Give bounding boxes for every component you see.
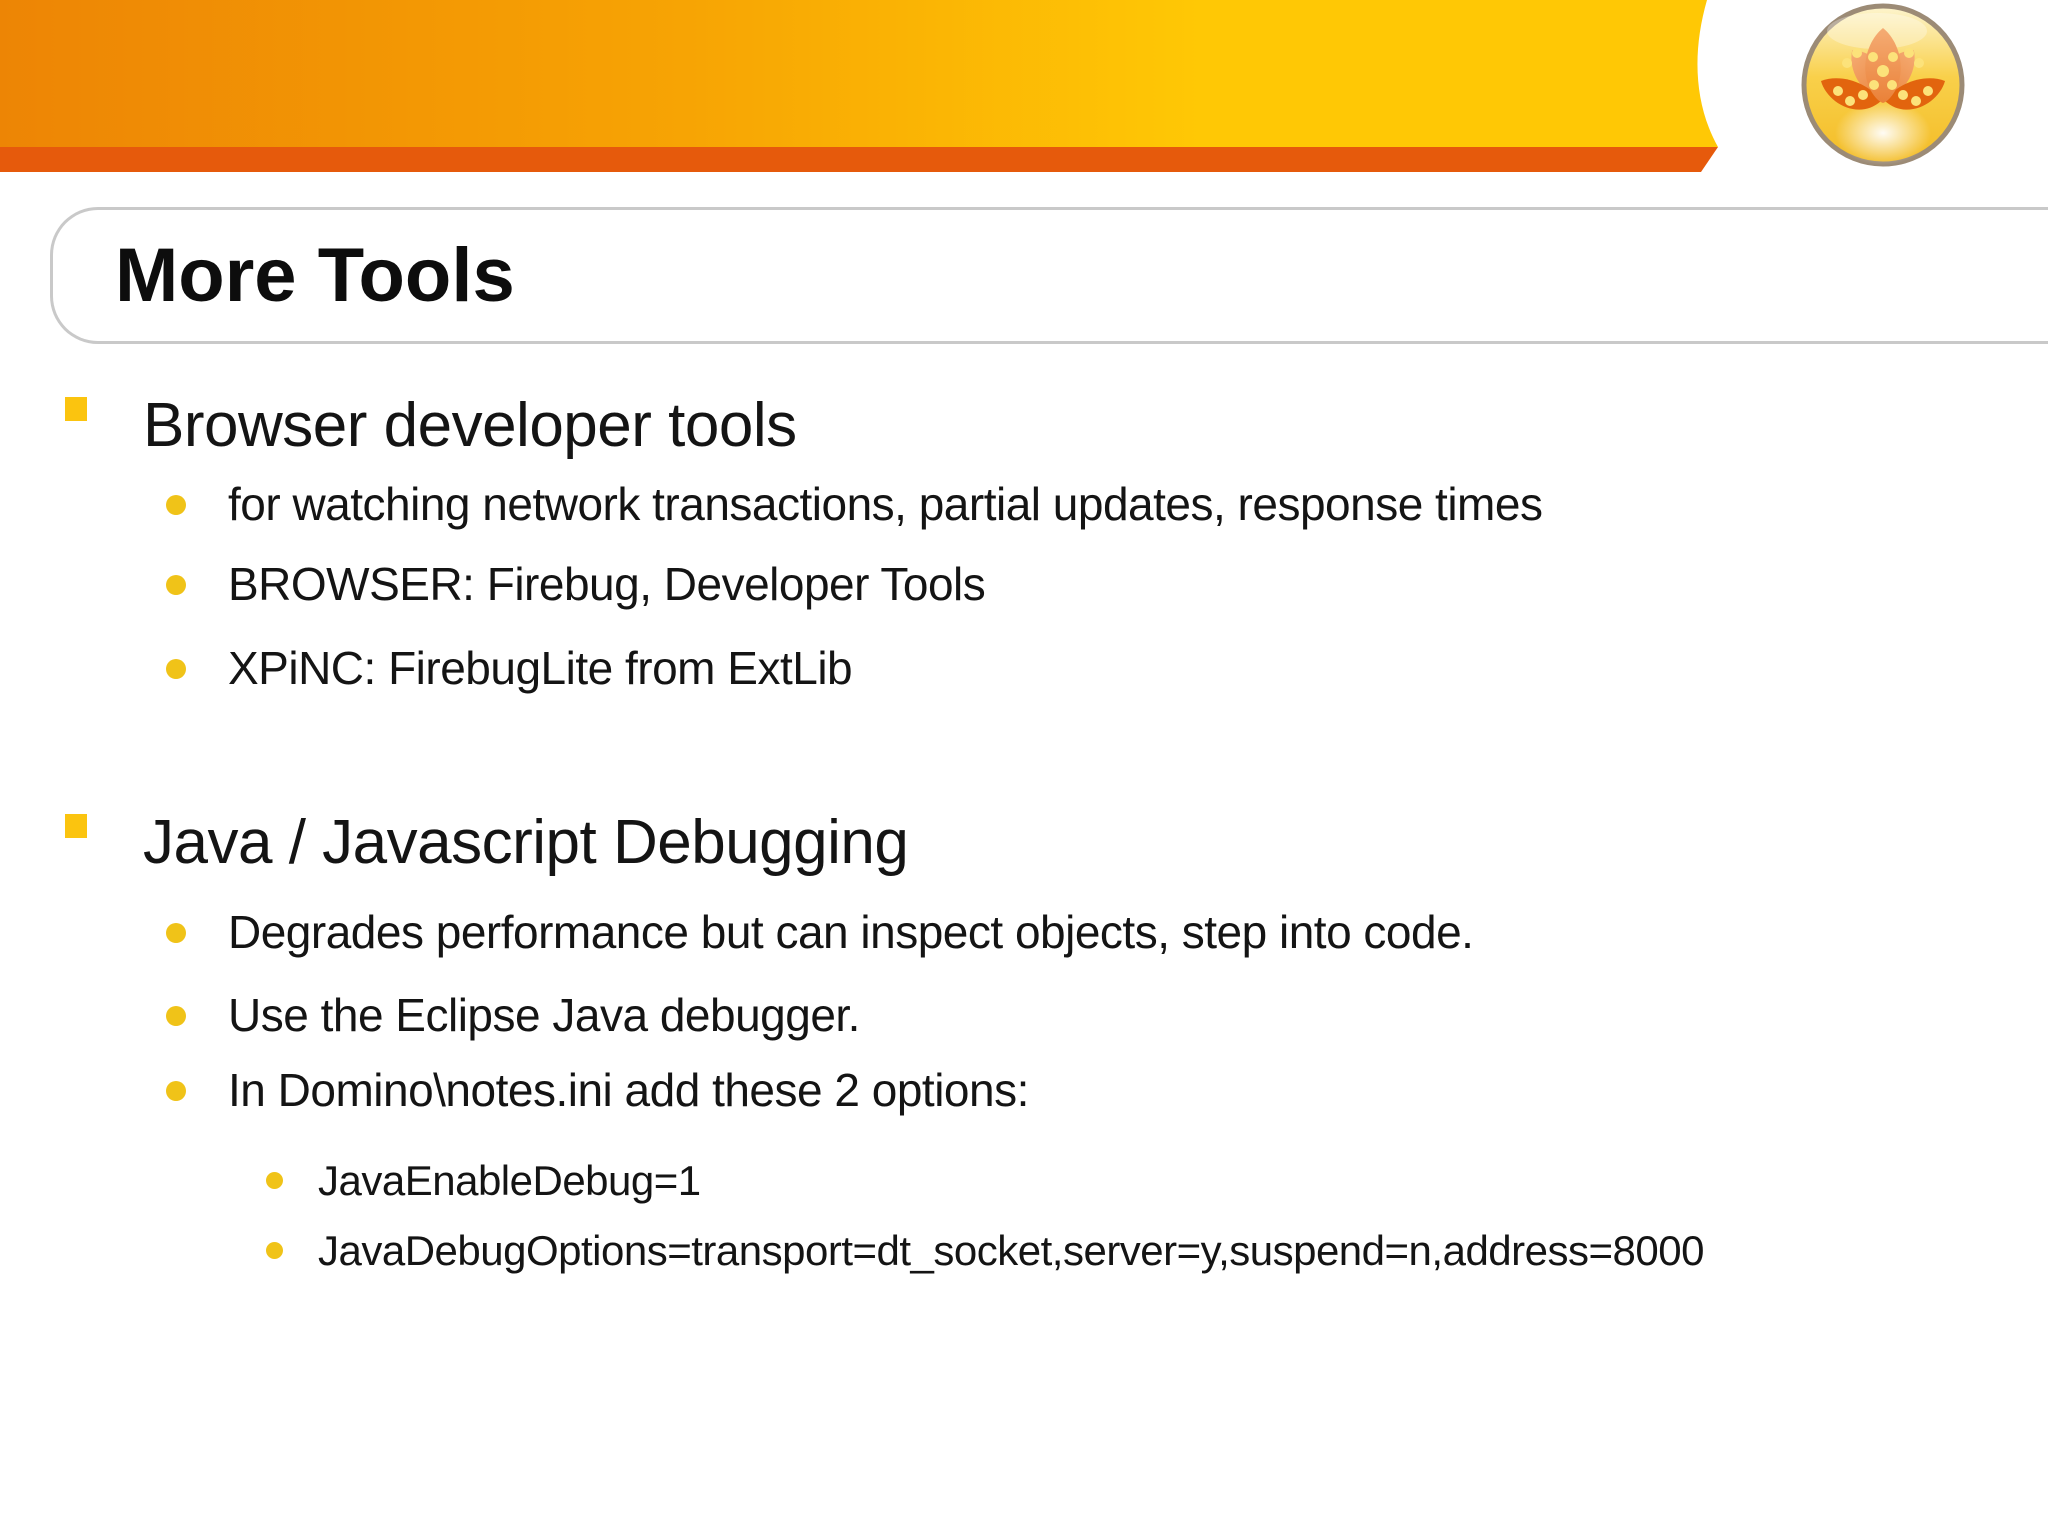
list-item: In Domino\notes.ini add these 2 options: (0, 1058, 2048, 1122)
gold-dot-bullet-icon (166, 1006, 186, 1026)
bullet-text: BROWSER: Firebug, Developer Tools (228, 558, 986, 610)
bullet-text: JavaEnableDebug=1 (318, 1157, 701, 1204)
gold-dot-bullet-icon (166, 575, 186, 595)
gold-dot-bullet-icon (166, 495, 186, 515)
list-item-heading: Browser developer tools (0, 386, 2048, 466)
list-item: BROWSER: Firebug, Developer Tools (0, 552, 2048, 616)
gold-dot-bullet-icon (166, 1081, 186, 1101)
bullet-text: Use the Eclipse Java debugger. (228, 989, 860, 1041)
list-subitem: JavaDebugOptions=transport=dt_socket,ser… (0, 1222, 2048, 1280)
page-title: More Tools (115, 233, 515, 318)
banner-yellow-band (0, 0, 1718, 147)
gold-square-bullet-icon (65, 397, 87, 421)
bullet-text: JavaDebugOptions=transport=dt_socket,ser… (318, 1227, 1704, 1274)
gold-square-bullet-icon (65, 814, 87, 838)
list-item-heading: Java / Javascript Debugging (0, 803, 2048, 883)
bullet-text: XPiNC: FirebugLite from ExtLib (228, 642, 853, 694)
list-item: Use the Eclipse Java debugger. (0, 983, 2048, 1047)
header-banner (0, 0, 1718, 172)
banner-orange-strip (0, 147, 1718, 172)
list-item: Degrades performance but can inspect obj… (0, 900, 2048, 964)
list-subitem: JavaEnableDebug=1 (0, 1152, 2048, 1210)
lotus-flower-logo-icon (1801, 3, 1965, 167)
list-item: for watching network transactions, parti… (0, 472, 2048, 536)
bullet-text: for watching network transactions, parti… (228, 478, 1543, 530)
bullet-text: In Domino\notes.ini add these 2 options: (228, 1064, 1029, 1116)
gold-dot-bullet-icon (166, 923, 186, 943)
bullet-text: Degrades performance but can inspect obj… (228, 906, 1474, 958)
title-box: More Tools (50, 207, 2048, 344)
gold-dot-bullet-icon (266, 1172, 283, 1189)
gold-dot-bullet-icon (166, 659, 186, 679)
gold-dot-bullet-icon (266, 1242, 283, 1259)
heading-text: Browser developer tools (143, 391, 797, 460)
list-item: XPiNC: FirebugLite from ExtLib (0, 636, 2048, 700)
heading-text: Java / Javascript Debugging (143, 808, 909, 877)
